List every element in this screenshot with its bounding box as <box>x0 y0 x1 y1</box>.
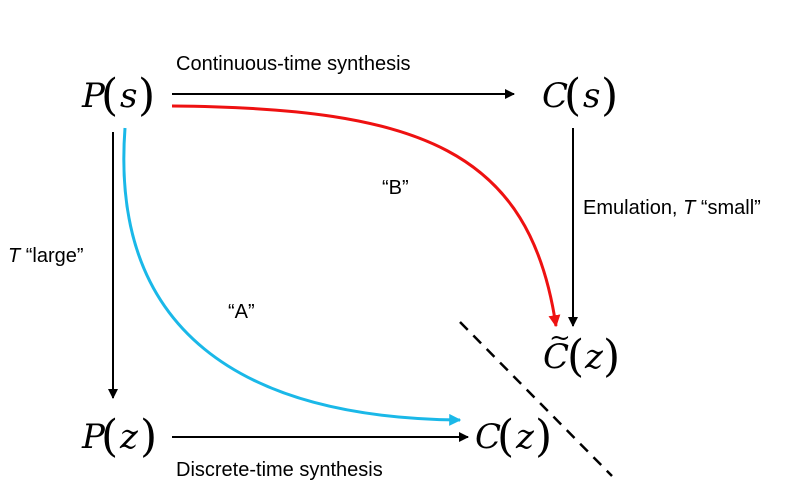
label-emulation-text: Emulation, <box>583 197 683 219</box>
label-t-large-text: “large” <box>20 245 83 267</box>
curve-path-a <box>122 127 462 426</box>
label-t-large-var: T <box>8 245 22 267</box>
label-t-large: T “large” <box>8 245 84 267</box>
label-continuous-synthesis: Continuous-time synthesis <box>176 53 411 75</box>
node-c-tilde-z-symbol: C <box>543 337 569 377</box>
node-c-tilde-z: C ~ ( z ) <box>543 323 620 382</box>
node-p-z-open-paren: ( <box>101 411 118 462</box>
node-p-s: P ( s ) <box>81 70 155 121</box>
node-c-z-var: z <box>515 417 535 457</box>
curve-path-b <box>171 104 561 328</box>
label-path-b: “B” <box>382 177 409 199</box>
node-c-z-open-paren: ( <box>497 411 514 462</box>
node-c-s-open-paren: ( <box>564 70 581 121</box>
label-emulation: Emulation, T “small” <box>583 197 761 219</box>
node-c-s-close-paren: ) <box>601 70 618 121</box>
node-c-z-symbol: C <box>475 417 501 457</box>
label-emulation-var: T <box>683 197 697 219</box>
node-c-s-symbol: C <box>542 76 568 116</box>
label-discrete-synthesis: Discrete-time synthesis <box>176 459 383 481</box>
node-p-s-var: s <box>120 76 137 116</box>
dashed-divider-line <box>459 321 613 477</box>
node-p-z-symbol: P <box>81 417 106 457</box>
node-c-z-close-paren: ) <box>535 411 552 462</box>
node-c-s: C ( s ) <box>542 70 618 121</box>
node-p-s-close-paren: ) <box>138 70 155 121</box>
node-c-tilde-z-open-paren: ( <box>567 331 584 382</box>
node-p-z-var: z <box>119 417 139 457</box>
node-p-s-symbol: P <box>81 76 106 116</box>
label-path-a: “A” <box>228 301 255 323</box>
node-c-tilde-z-close-paren: ) <box>603 331 620 382</box>
node-c-s-var: s <box>583 76 600 116</box>
node-p-s-open-paren: ( <box>101 70 118 121</box>
node-p-z: P ( z ) <box>81 411 157 462</box>
node-c-z: C ( z ) <box>475 411 552 462</box>
node-p-z-close-paren: ) <box>140 411 157 462</box>
label-emulation-text2: “small” <box>695 197 761 219</box>
node-c-tilde-z-accent: ~ <box>549 323 571 353</box>
node-c-tilde-z-var: z <box>584 337 604 377</box>
